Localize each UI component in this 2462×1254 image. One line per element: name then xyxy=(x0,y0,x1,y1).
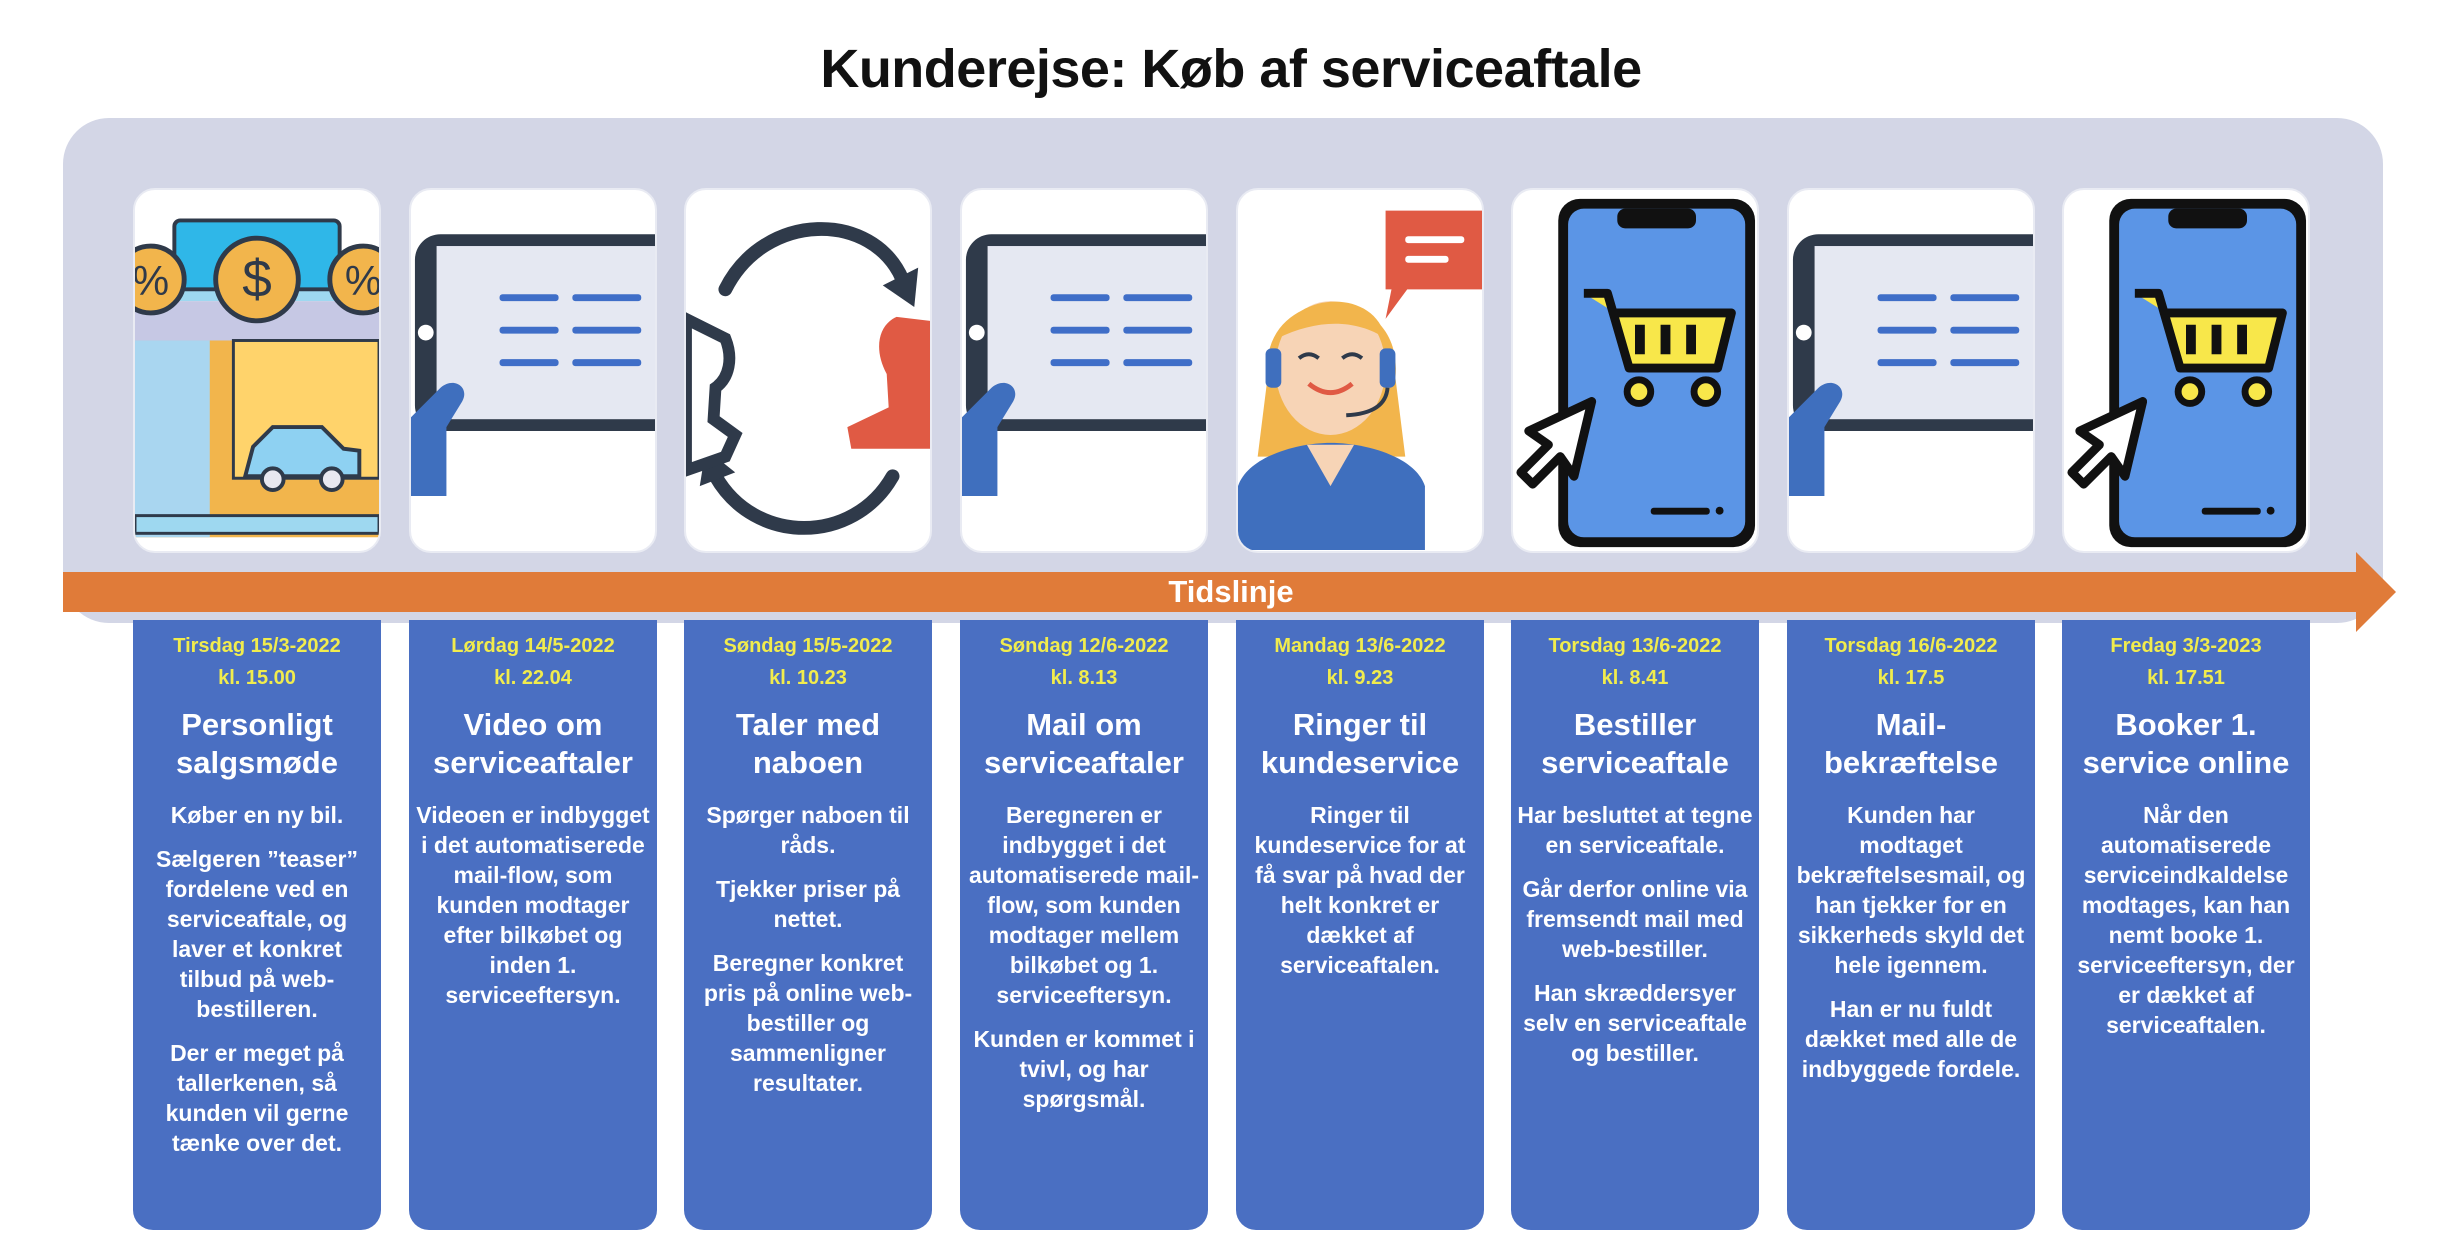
step-image-card xyxy=(2062,188,2310,553)
step-description: Ringer til kundeservice for at få svar p… xyxy=(1254,802,1466,978)
step-heading: Taler med naboen xyxy=(735,707,881,780)
step-time: kl. 17.5 xyxy=(1877,667,1945,689)
step-description: Han skræddersyer selv en serviceaftale o… xyxy=(1523,980,1747,1066)
step-date: Søndag 12/6-2022 xyxy=(999,635,1169,657)
svg-text:%: % xyxy=(135,258,169,304)
step-description: Kunden har modtaget bekræftelsesmail, og… xyxy=(1796,802,2026,978)
step-description: Spørger naboen til råds. xyxy=(706,802,910,858)
timeline-label: Tidslinje xyxy=(1168,574,1294,609)
step-time: kl. 22.04 xyxy=(494,667,572,689)
step-date: Søndag 15/5-2022 xyxy=(723,635,893,657)
step-date: Fredag 3/3-2023 xyxy=(2110,635,2262,657)
step-image-card xyxy=(684,188,932,553)
step-description: Beregneren er indbygget i det automatise… xyxy=(968,802,1200,1008)
step-heading: Video om serviceaftaler xyxy=(433,707,633,780)
phone-shopping-cart-icon xyxy=(2067,198,2307,548)
step-date: Lørdag 14/5-2022 xyxy=(451,635,615,657)
step-date: Torsdag 16/6-2022 xyxy=(1824,635,1998,657)
step-image-card xyxy=(1511,188,1759,553)
step-description: Han er nu fuldt dækket med alle de indby… xyxy=(1801,996,2021,1082)
step-image-card xyxy=(960,188,1208,553)
step-time: kl. 8.13 xyxy=(1050,667,1118,689)
step-description: Der er meget på tallerkenen, så kunden v… xyxy=(165,1040,349,1156)
tablet-mail-icon xyxy=(1789,234,2033,496)
svg-text:$: $ xyxy=(242,250,272,309)
svg-text:%: % xyxy=(345,258,379,304)
car-dealership-icon: $ % % xyxy=(135,190,379,551)
step-time: kl. 10.23 xyxy=(769,667,847,689)
step-date: Tirsdag 15/3-2022 xyxy=(173,635,341,657)
step-heading: Booker 1. service online xyxy=(2082,707,2290,780)
step-heading: Bestiller serviceaftale xyxy=(1541,707,1729,780)
timeline-arrow xyxy=(63,572,2358,612)
step-image-card xyxy=(1787,188,2035,553)
step-heading: Mail-bekræftelse xyxy=(1823,707,1999,780)
timeline-arrow-head xyxy=(2356,552,2396,632)
customer-service-agent-icon xyxy=(1238,210,1482,551)
step-description: Har besluttet at tegne en serviceaftale. xyxy=(1517,802,1753,858)
step-heading: Mail om serviceaftaler xyxy=(984,707,1184,780)
step-image-card xyxy=(409,188,657,553)
conversation-cycle-icon xyxy=(686,222,930,535)
step-description: Går derfor online via fremsendt mail med… xyxy=(1522,876,1748,962)
step-heading: Ringer til kundeservice xyxy=(1260,707,1460,780)
step-description: Køber en ny bil. xyxy=(170,802,344,828)
step-time: kl. 15.00 xyxy=(218,667,296,689)
page-title: Kunderejse: Køb af serviceaftale xyxy=(820,39,1642,99)
tablet-mail-icon xyxy=(962,234,1206,496)
step-date: Torsdag 13/6-2022 xyxy=(1548,635,1722,657)
step-date: Mandag 13/6-2022 xyxy=(1274,635,1446,657)
step-description: Beregner konkret pris på online web-best… xyxy=(703,950,913,1096)
step-image-card xyxy=(1236,188,1484,553)
step-description: Videoen er indbygget i det automatisered… xyxy=(416,802,650,1008)
step-time: kl. 9.23 xyxy=(1326,667,1394,689)
step-description: Kunden er kommet i tvivl, og har spørgsm… xyxy=(973,1026,1195,1112)
step-description: Når den automatiserede serviceindkaldels… xyxy=(2077,802,2295,1038)
tablet-mail-icon xyxy=(411,234,655,496)
step-heading: Personligt salgsmøde xyxy=(176,707,338,780)
step-image-card: $ % % xyxy=(133,188,381,553)
step-time: kl. 8.41 xyxy=(1601,667,1669,689)
step-description: Sælgeren ”teaser” fordelene ved en servi… xyxy=(156,846,358,1022)
phone-shopping-cart-icon xyxy=(1516,198,1756,548)
step-description: Tjekker priser på nettet. xyxy=(715,876,901,932)
step-time: kl. 17.51 xyxy=(2147,667,2225,689)
